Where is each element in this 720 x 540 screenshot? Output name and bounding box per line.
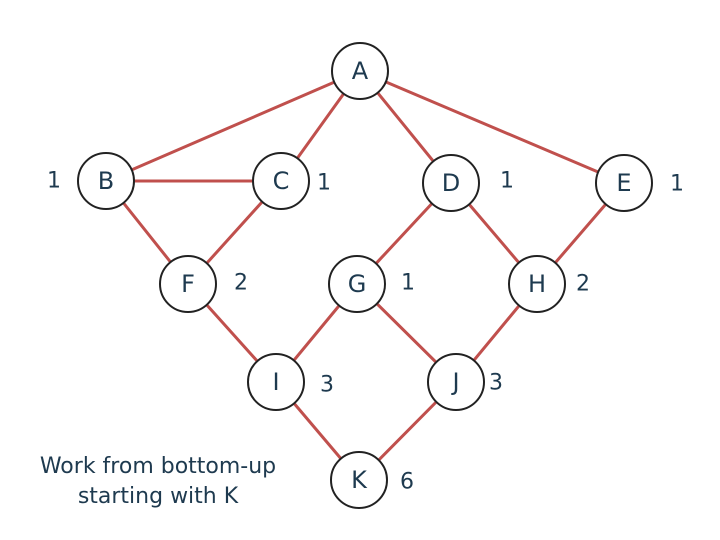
node-circle	[159, 255, 217, 313]
node-d: D	[422, 154, 480, 212]
edge-a-e	[358, 69, 626, 185]
node-h: H	[508, 255, 566, 313]
node-c: C	[252, 152, 310, 210]
node-label: E	[616, 169, 631, 197]
node-circle	[252, 152, 310, 210]
node-label: B	[98, 167, 114, 195]
node-label: F	[181, 270, 195, 298]
node-label: C	[273, 167, 290, 195]
caption-line-1: Work from bottom-up	[39, 454, 277, 479]
node-label: D	[442, 169, 460, 197]
caption: Work from bottom-up starting with K	[20, 452, 296, 512]
node-label: I	[272, 368, 279, 396]
weight-label-i: 3	[320, 373, 334, 398]
nodes-layer: A B C D E F G H I J K	[77, 42, 653, 509]
node-circle	[247, 353, 305, 411]
weight-label-j: 3	[489, 371, 503, 396]
node-i: I	[247, 353, 305, 411]
weight-label-e: 1	[670, 172, 684, 197]
node-circle	[508, 255, 566, 313]
node-label: J	[450, 368, 459, 396]
weight-label-b: 1	[47, 169, 61, 194]
node-circle	[328, 255, 386, 313]
weight-label-c: 1	[317, 171, 331, 196]
node-j: J	[427, 353, 485, 411]
node-label: A	[352, 57, 369, 85]
node-e: E	[595, 154, 653, 212]
node-circle	[77, 152, 135, 210]
weight-label-d: 1	[500, 169, 514, 194]
node-g: G	[328, 255, 386, 313]
weight-label-f: 2	[234, 271, 248, 296]
node-circle	[427, 353, 485, 411]
caption-line-2: starting with K	[77, 484, 239, 509]
node-label: H	[528, 270, 546, 298]
node-circle	[331, 42, 389, 100]
edge-a-b	[104, 69, 362, 183]
node-label: G	[348, 270, 367, 298]
node-label: K	[351, 466, 368, 494]
node-f: F	[159, 255, 217, 313]
weight-label-h: 2	[576, 272, 590, 297]
node-k: K	[330, 451, 388, 509]
node-circle	[422, 154, 480, 212]
weights-layer: 1 1 1 1 2 1 2 3 3 6	[47, 169, 684, 495]
node-circle	[330, 451, 388, 509]
node-a: A	[331, 42, 389, 100]
node-circle	[595, 154, 653, 212]
weight-label-k: 6	[400, 470, 414, 495]
weight-label-g: 1	[401, 271, 415, 296]
node-b: B	[77, 152, 135, 210]
